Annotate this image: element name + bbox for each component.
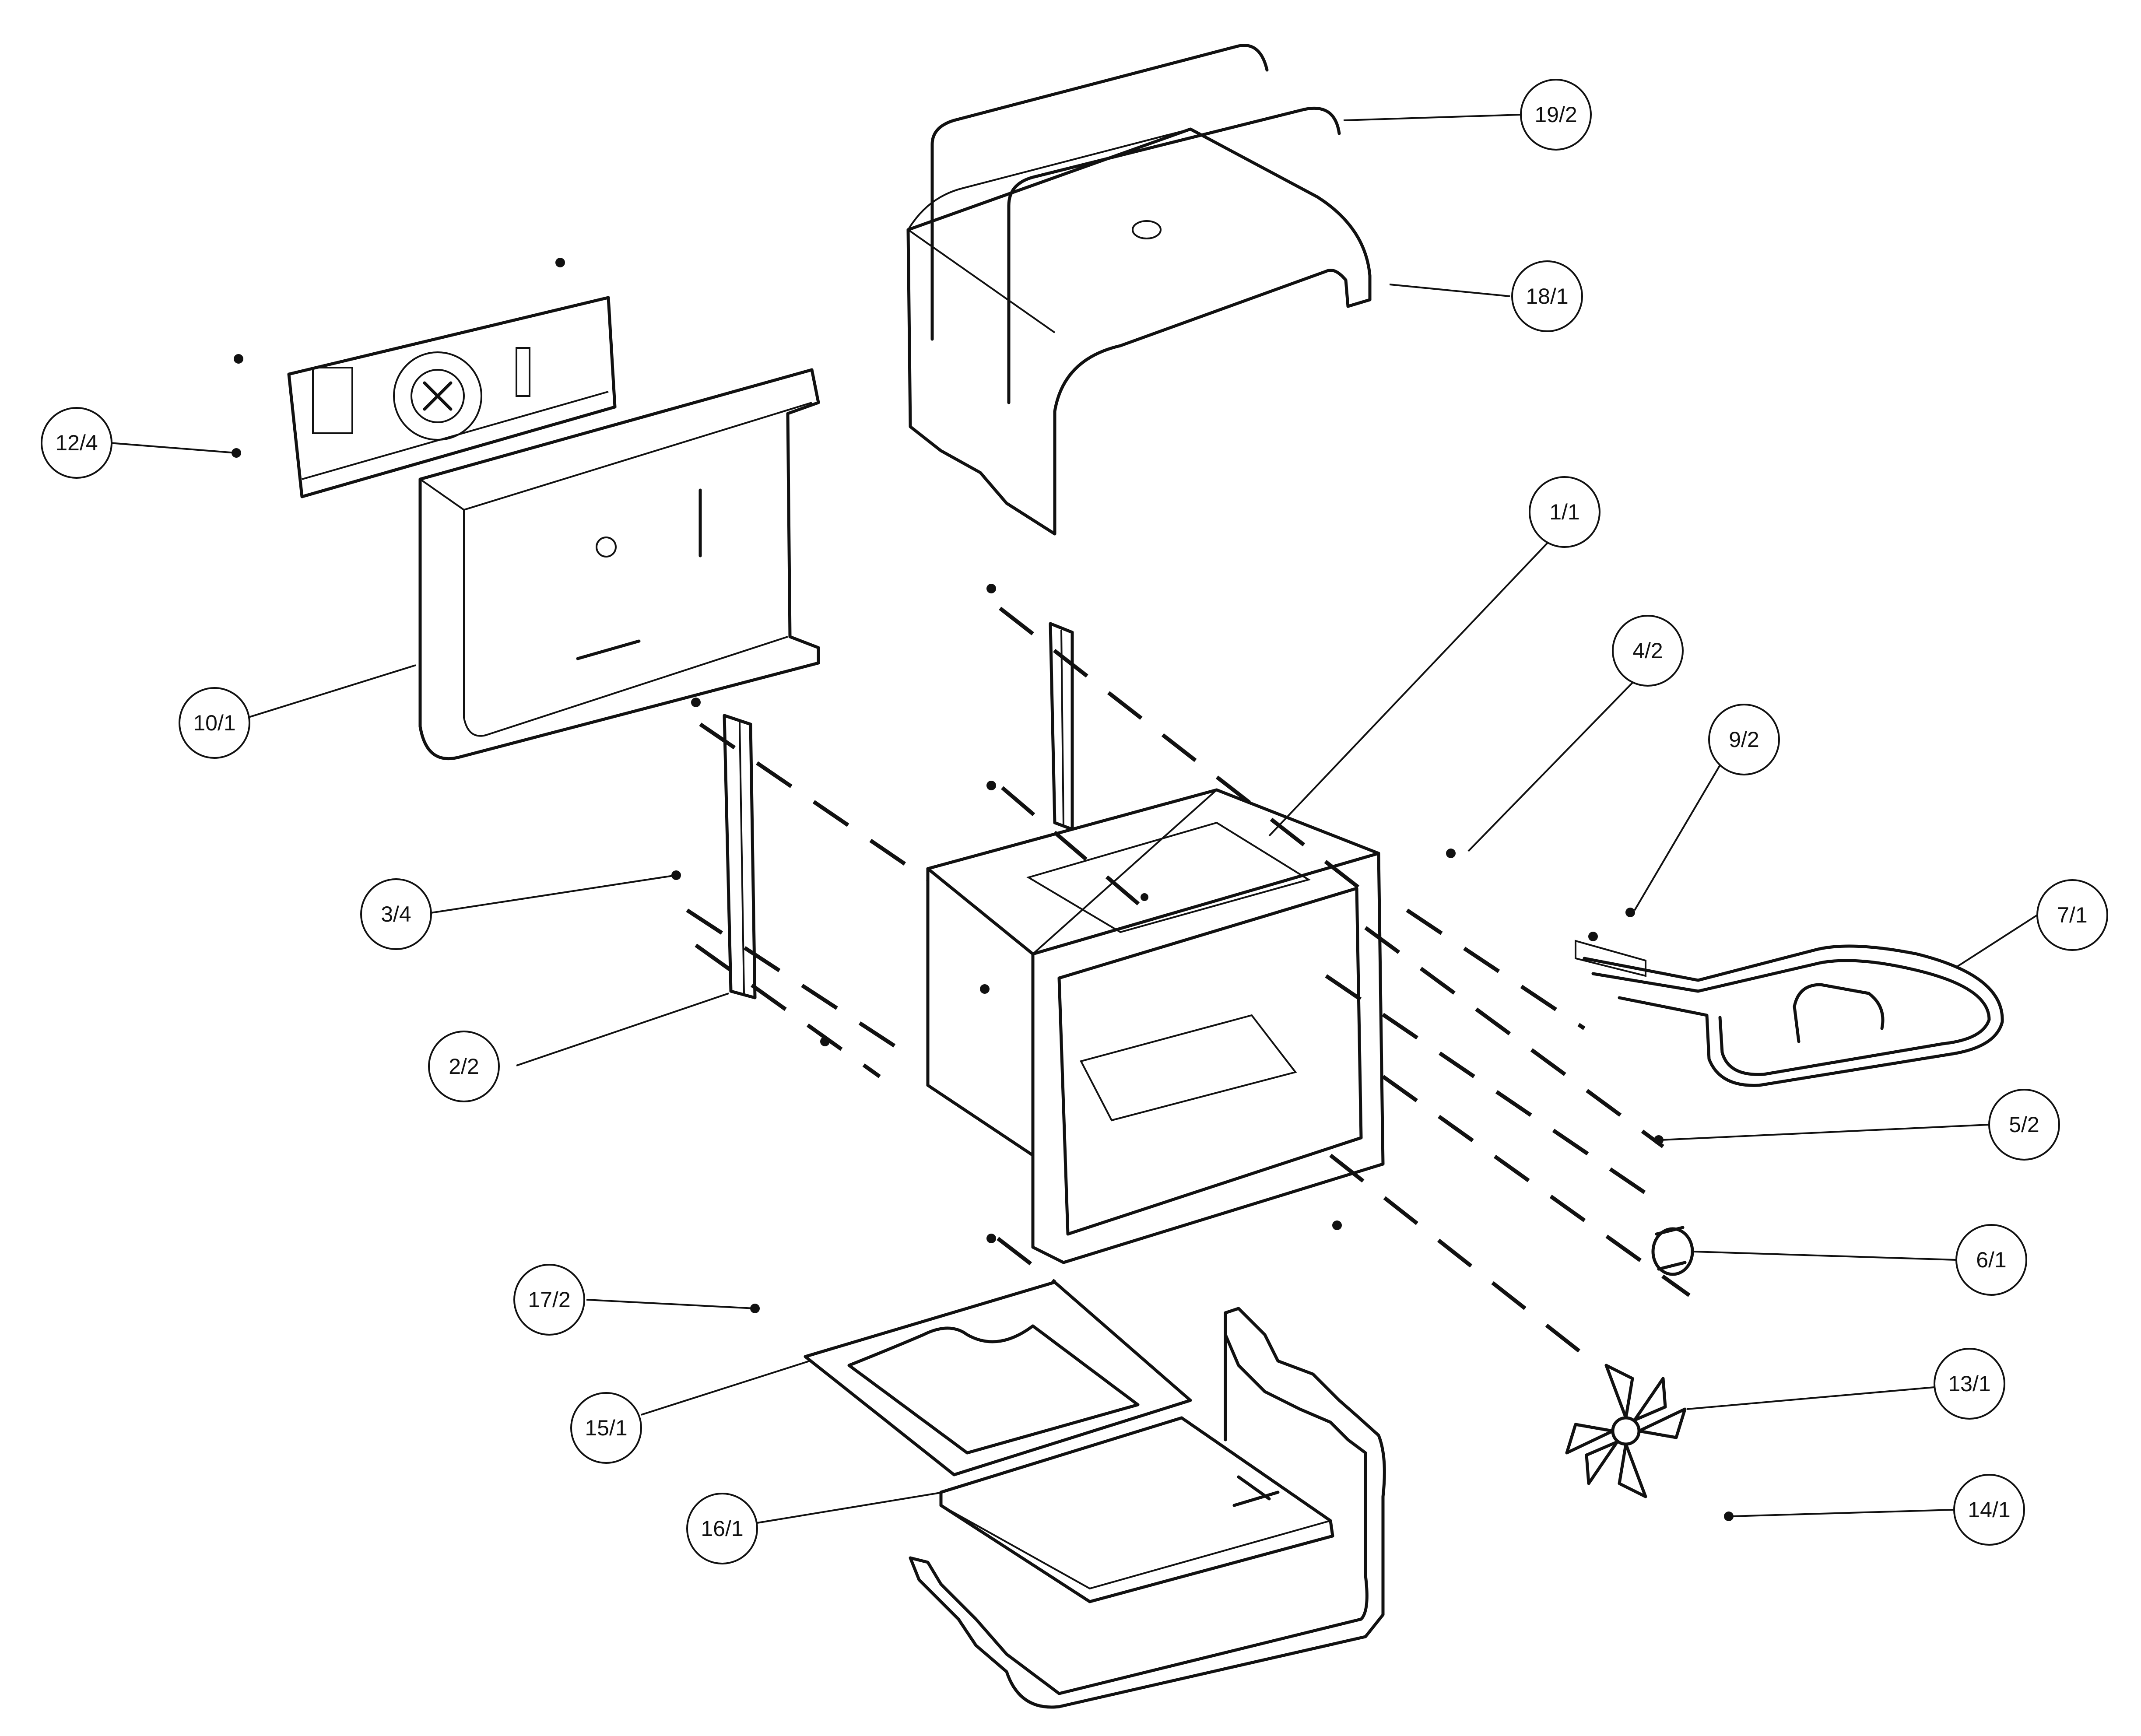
screw [1654,1135,1664,1145]
screws [232,258,1734,1521]
screw [1588,932,1598,941]
callout-label: 5/2 [2009,1112,2039,1137]
screw [986,584,996,593]
screw [820,1037,830,1046]
top-cover [906,127,1372,536]
callout-9-2: 9/2 [1708,704,1780,775]
screw [234,354,243,364]
bottom-plate [939,1416,1334,1603]
callout-14-1: 14/1 [1953,1474,2025,1546]
callout-10-1: 10/1 [179,687,250,759]
fan-blade [1565,1364,1687,1498]
callout-label: 2/2 [449,1054,479,1079]
callout-19-2: 19/2 [1520,79,1592,151]
rear-fan-plate [287,296,617,498]
callout-label: 4/2 [1632,638,1663,663]
callout-3-4: 3/4 [360,878,432,950]
callout-18-1: 18/1 [1511,260,1583,332]
rear-panel [418,368,820,761]
callout-label: 17/2 [528,1287,570,1312]
screw [691,698,701,707]
callout-4-2: 4/2 [1612,615,1684,687]
screw [1332,1220,1342,1230]
callout-label: 18/1 [1526,284,1568,309]
callout-label: 7/1 [2057,903,2088,927]
callout-12-4: 12/4 [41,407,112,479]
callout-2-2: 2/2 [428,1031,500,1102]
callout-label: 9/2 [1729,727,1759,752]
callout-label: 12/4 [55,431,98,455]
callout-label: 1/1 [1549,500,1580,524]
callout-16-1: 16/1 [686,1493,758,1564]
callout-label: 13/1 [1948,1371,1990,1396]
screw [1724,1512,1734,1521]
callout-6-1: 6/1 [1955,1224,2027,1296]
screw [1625,908,1635,917]
callout-label: 10/1 [193,711,235,735]
screw [555,258,565,267]
assembly-guide-lines [686,607,1691,1367]
leader-lines [109,114,2038,1524]
grill-element [1575,940,2004,1087]
callout-7-1: 7/1 [2036,879,2108,951]
oven-lamp [1651,1226,1694,1276]
oven-cavity [926,788,1385,1264]
callout-label: 16/1 [701,1516,743,1541]
screw [986,781,996,790]
callout-1-1: 1/1 [1529,476,1600,548]
callout-17-2: 17/2 [513,1264,585,1336]
callout-13-1: 13/1 [1934,1348,2005,1420]
screw [1446,849,1456,858]
screw [980,984,990,994]
side-runner-left [723,714,757,1000]
callout-15-1: 15/1 [570,1392,642,1464]
callout-5-2: 5/2 [1988,1089,2060,1161]
callout-label: 14/1 [1968,1498,2010,1522]
callout-label: 3/4 [381,902,411,926]
callout-label: 19/2 [1534,102,1577,127]
rear-heater-element [930,44,1341,404]
bottom-heater-element [804,1280,1192,1476]
callout-label: 15/1 [585,1416,627,1440]
screw [986,1234,996,1243]
callout-label: 6/1 [1976,1248,2007,1272]
lower-housing [909,1307,1386,1709]
